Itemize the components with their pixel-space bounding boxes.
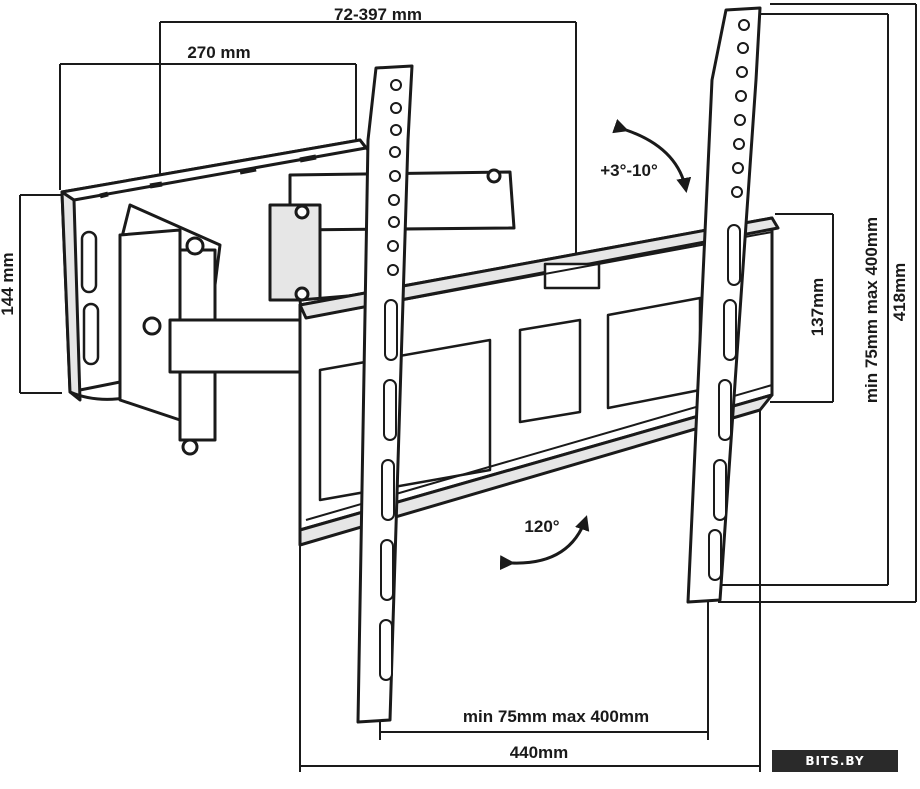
curved-arrow-icon <box>612 118 692 193</box>
dimension-lines <box>19 3 917 772</box>
site-watermark: BITS.BY <box>772 750 898 772</box>
swivel-range-label: 120° <box>524 517 559 536</box>
arm-extension-label: 72-397 mm <box>334 5 422 24</box>
vesa-vertical-label: min 75mm max 400mm <box>862 217 881 403</box>
wall-plate-width-label: 270 mm <box>187 43 250 62</box>
total-width-label: 440mm <box>510 743 569 762</box>
tv-vertical-rail-left <box>356 64 414 724</box>
tilt-range-label: +3°-10° <box>600 161 658 180</box>
tv-horizontal-bracket <box>298 216 780 547</box>
tv-vertical-rail-right <box>686 6 762 604</box>
curved-arrow-icon <box>499 515 590 571</box>
wall-plate-height-label: 144 mm <box>0 252 17 315</box>
vesa-horizontal-label: min 75mm max 400mm <box>463 707 649 726</box>
inner-height-label: 137mm <box>808 278 827 337</box>
total-height-label: 418mm <box>890 263 909 322</box>
